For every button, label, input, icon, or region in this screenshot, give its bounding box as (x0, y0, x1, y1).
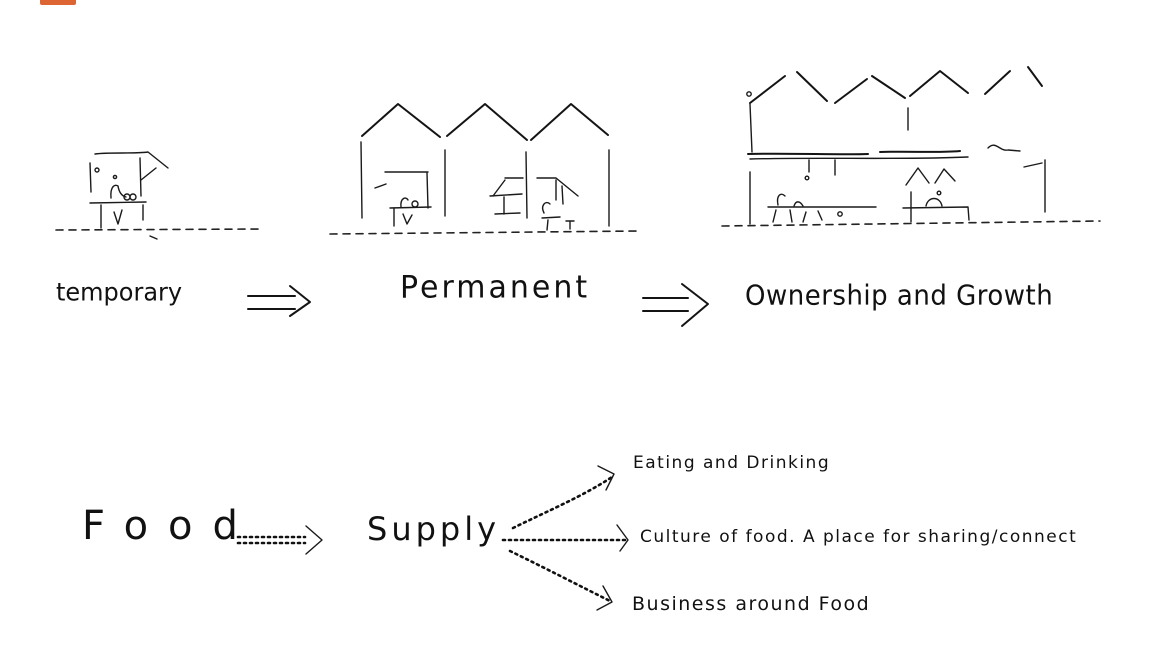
dotted-arrow-right-icon (236, 525, 323, 555)
stage-label-temporary: temporary (56, 277, 183, 307)
outcome-eating-drinking: Eating and Drinking (633, 453, 831, 473)
stage-label-permanent: Permanent (400, 269, 591, 306)
flow-middle-supply: Supply (367, 510, 501, 548)
stage-label-ownership: Ownership and Growth (745, 280, 1054, 312)
arrowhead-up (597, 465, 615, 491)
branch-arrow-up (511, 475, 614, 530)
outcome-culture-of-food: Culture of food. A place for sharing/con… (640, 527, 1078, 547)
flow-source-food: Food (82, 503, 258, 549)
branch-arrows (501, 465, 629, 611)
ground-line (721, 220, 1101, 227)
arrowhead-down (596, 585, 613, 611)
ground-line (55, 228, 263, 231)
branch-arrow-down (508, 549, 612, 603)
temporary-stall-sketch (55, 151, 263, 240)
double-arrow-right-icon (642, 283, 709, 327)
outcome-business-around-food: Business around Food (632, 593, 871, 615)
permanent-halls-sketch (329, 103, 641, 235)
accent-bar (40, 0, 76, 5)
ground-line (329, 230, 641, 235)
arrowhead-middle (616, 524, 629, 552)
ownership-hall-sketch (721, 66, 1101, 227)
double-arrow-right-icon (247, 285, 311, 317)
